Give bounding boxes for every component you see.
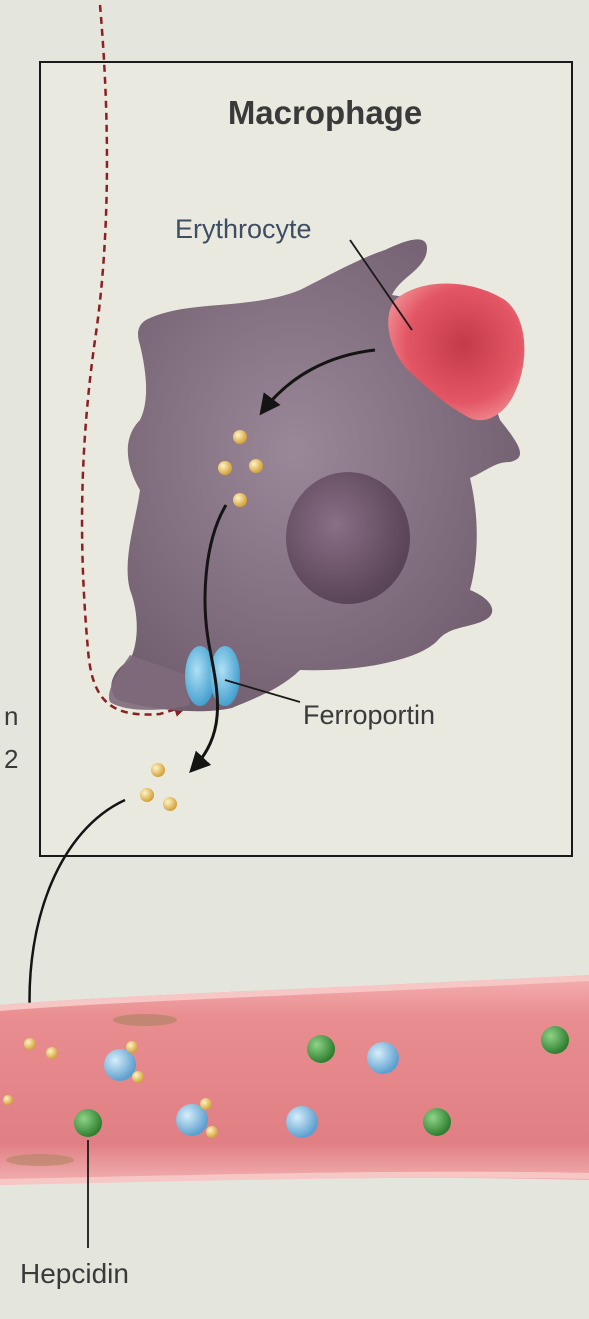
iron-particle (126, 1041, 138, 1053)
iron-particle (249, 459, 263, 473)
erythrocyte-label: Erythrocyte (175, 214, 312, 244)
transferrin (286, 1106, 318, 1138)
iron-particle (233, 493, 247, 507)
iron-particle (132, 1071, 144, 1083)
iron-particle (163, 797, 177, 811)
iron-particle (140, 788, 154, 802)
ferroportin-label: Ferroportin (303, 700, 435, 730)
iron-particle (206, 1126, 218, 1138)
hepcidin-label: Hepcidin (20, 1258, 129, 1289)
hepcidin-molecule (307, 1035, 335, 1063)
iron-particle (200, 1098, 212, 1110)
iron-particle (24, 1038, 36, 1050)
iron-particle (46, 1047, 58, 1059)
transferrin (104, 1049, 136, 1081)
endothelial-nucleus (113, 1014, 177, 1026)
hepcidin-molecule (541, 1026, 569, 1054)
panel-title: Macrophage (228, 94, 422, 131)
hepcidin-molecule (423, 1108, 451, 1136)
iron-particle (151, 763, 165, 777)
edge-text-fragment: n (4, 701, 18, 731)
iron-particle (218, 461, 232, 475)
nucleus (286, 472, 410, 604)
hepcidin-molecule (74, 1109, 102, 1137)
edge-text-fragment: 2 (4, 744, 18, 774)
iron-particle (3, 1095, 13, 1105)
endothelial-nucleus (6, 1154, 74, 1166)
iron-particle (233, 430, 247, 444)
transferrin (367, 1042, 399, 1074)
